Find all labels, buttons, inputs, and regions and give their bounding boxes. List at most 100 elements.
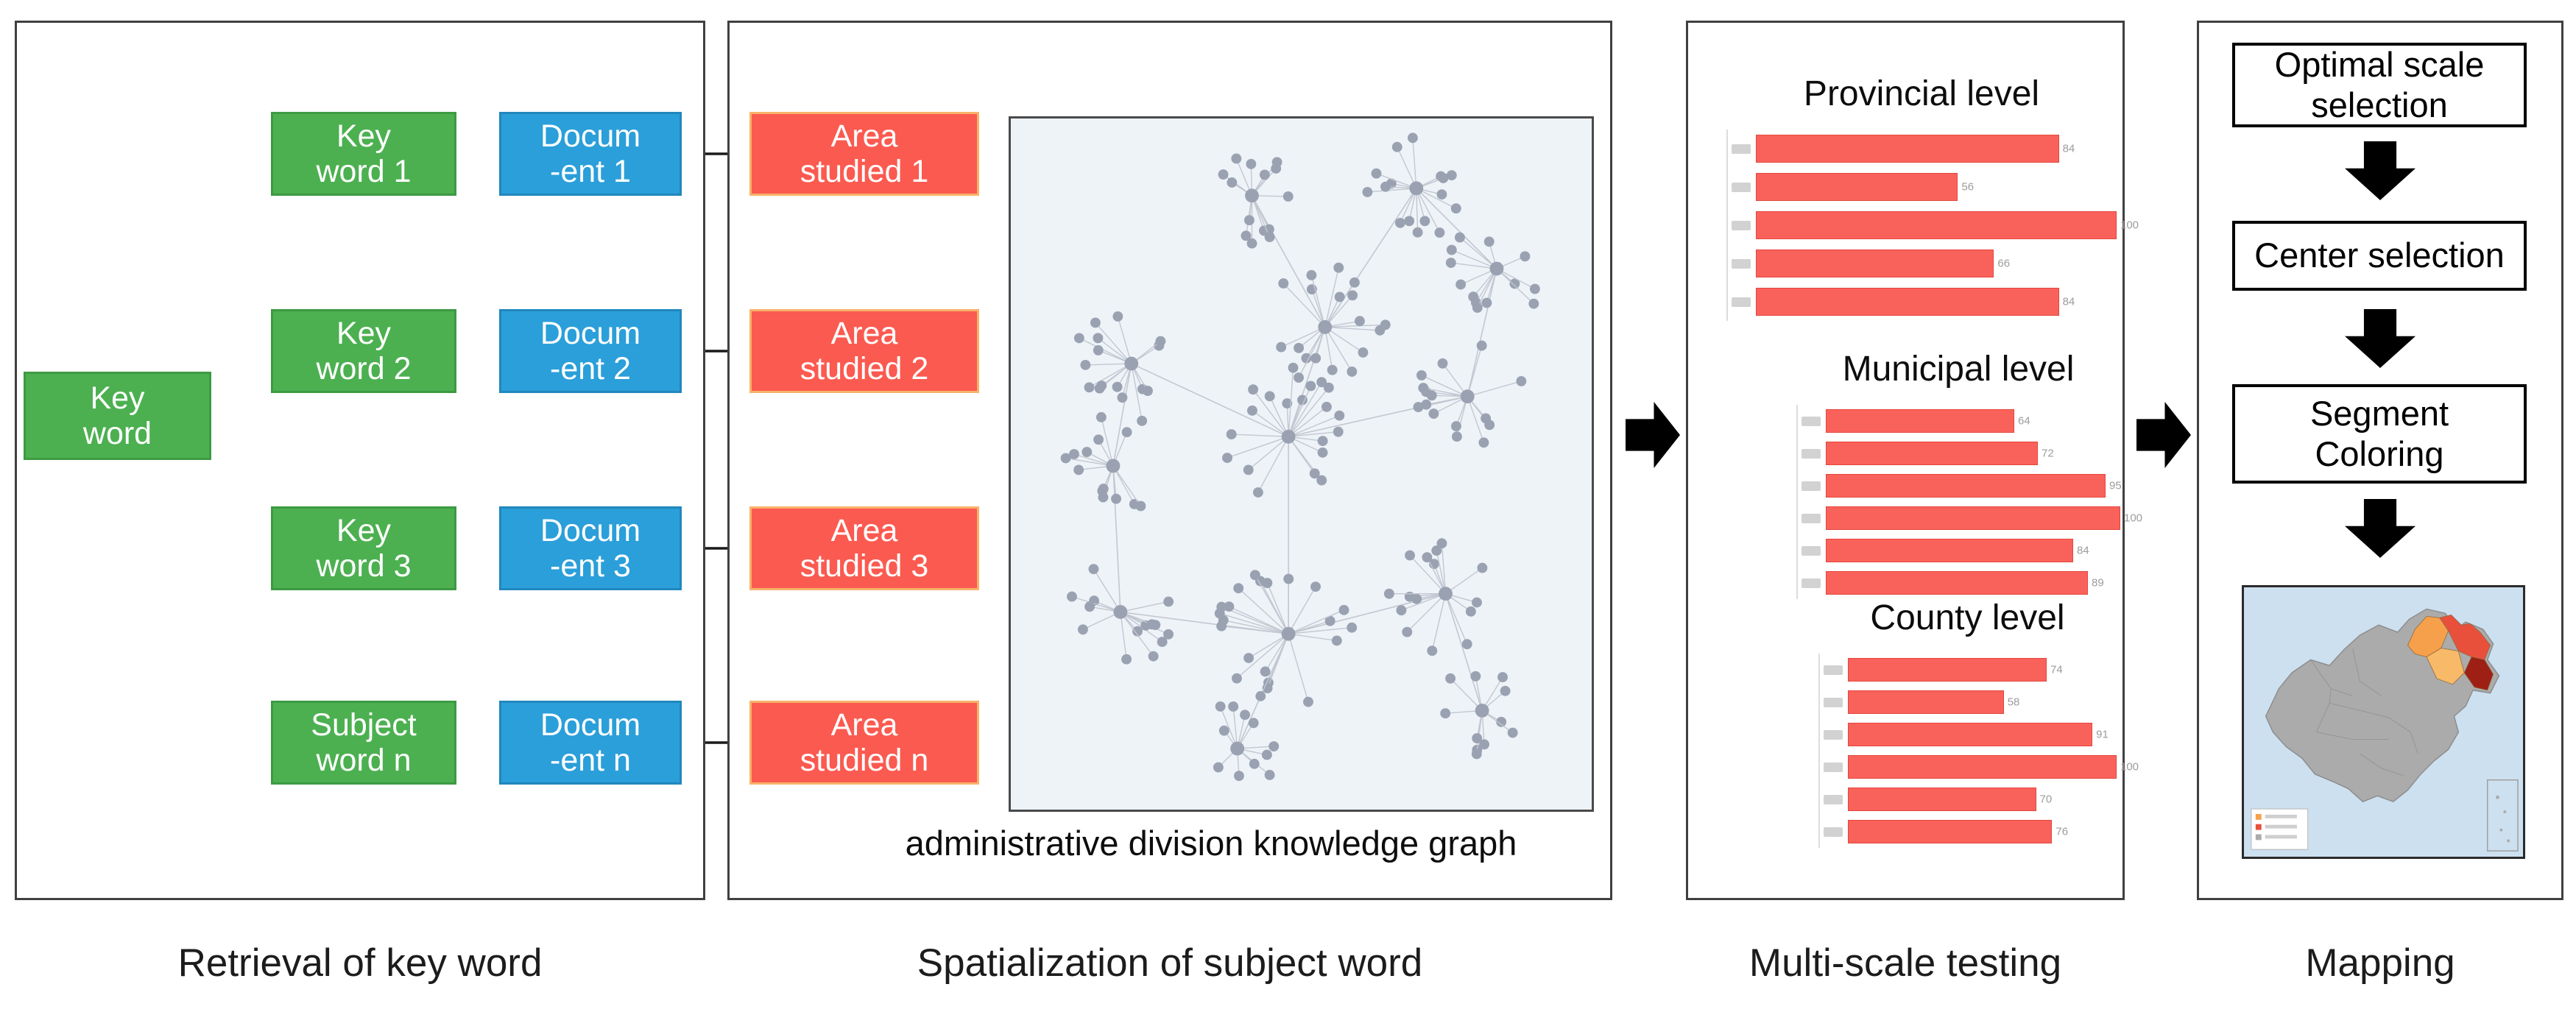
- graph-edge: [1416, 188, 1419, 233]
- graph-node: [1090, 317, 1101, 328]
- graph-node: [1271, 163, 1282, 174]
- bar-value-label: 95: [2109, 479, 2122, 492]
- graph-node: [1411, 593, 1422, 604]
- graph-edge: [1406, 593, 1446, 633]
- graph-hub-node: [1318, 319, 1333, 334]
- graph-node: [1451, 431, 1462, 442]
- graph-edge: [1324, 282, 1355, 328]
- keyword-box-3: Key word 3: [271, 506, 456, 590]
- graph-node: [1243, 464, 1254, 475]
- graph-node: [1461, 639, 1472, 650]
- graph-node: [1431, 545, 1442, 556]
- graph-node: [1069, 449, 1079, 460]
- map-inset-islands: [2496, 795, 2510, 843]
- graph-node: [1294, 342, 1305, 353]
- bar: [1826, 539, 2073, 562]
- axis-tick-label: [1802, 481, 1821, 491]
- graph-node: [1347, 367, 1358, 377]
- graph-node: [1434, 227, 1445, 238]
- graph-edge: [1459, 237, 1497, 269]
- graph-edge: [1220, 706, 1238, 749]
- china-map: [2244, 587, 2523, 857]
- graph-node: [1529, 283, 1540, 294]
- graph-edge: [1231, 434, 1289, 437]
- graph-edge: [1288, 586, 1316, 634]
- graph-edge: [1423, 387, 1468, 397]
- bar: [1756, 250, 1994, 277]
- graph-edge: [1251, 195, 1271, 238]
- graph-node: [1334, 410, 1345, 421]
- graph-node: [1394, 217, 1405, 228]
- graph-node: [1260, 666, 1271, 677]
- graph-edge: [1269, 396, 1289, 437]
- graph-node: [1354, 316, 1365, 327]
- graph-edge: [1288, 431, 1338, 437]
- graph-node: [1451, 421, 1461, 432]
- graph-node: [1111, 493, 1122, 504]
- graph-edge: [1288, 414, 1340, 437]
- bar-row: 100: [1802, 502, 2142, 534]
- flow-arrow-right-1: [1626, 402, 1680, 468]
- keyword-label-1: Key word 1: [316, 118, 412, 189]
- document-box-1: Docum -ent 1: [499, 112, 682, 196]
- graph-edge: [1093, 568, 1121, 612]
- bar: [1826, 474, 2106, 498]
- graph-edge: [1444, 593, 1468, 645]
- graph-edge: [1450, 262, 1497, 269]
- graph-node: [1316, 377, 1327, 388]
- graph-node: [1333, 262, 1344, 273]
- graph-hub-node: [1281, 626, 1296, 641]
- graph-edge: [1477, 268, 1497, 308]
- graph-node: [1421, 399, 1432, 410]
- graph-hub-node: [1113, 605, 1128, 619]
- graph-node: [1436, 538, 1447, 549]
- chart-title-county: County level: [1870, 598, 2065, 637]
- bar-row: 74: [1824, 654, 2117, 686]
- caption-retrieval: Retrieval of key word: [177, 941, 543, 985]
- graph-edge: [1288, 634, 1309, 702]
- graph-node: [1249, 570, 1260, 581]
- result-map-box: [2242, 585, 2525, 859]
- bar-row: 58: [1824, 686, 2117, 718]
- document-box-3: Docum -ent 3: [499, 506, 682, 590]
- graph-node: [1327, 364, 1338, 375]
- graph-node: [1323, 382, 1334, 393]
- knowledge-graph: [1060, 132, 1540, 782]
- graph-edge: [1089, 363, 1132, 388]
- graph-node: [1282, 191, 1294, 202]
- bar-value-label: 66: [1997, 257, 2011, 270]
- graph-edge: [1324, 324, 1386, 328]
- graph-node: [1404, 216, 1415, 227]
- graph-node: [1391, 141, 1402, 152]
- graph-node: [1481, 297, 1492, 308]
- bar-row: 76: [1824, 815, 2117, 848]
- graph-edge: [1071, 595, 1121, 613]
- graph-hub-edge: [1112, 363, 1132, 467]
- graph-edge: [1324, 326, 1363, 353]
- axis-tick-label: [1824, 697, 1843, 707]
- graph-node: [1163, 596, 1174, 607]
- graph-edge: [1095, 322, 1132, 364]
- axis-tick-label: [1824, 794, 1843, 804]
- document-label-1: Docum -ent 1: [540, 118, 641, 189]
- graph-node: [1227, 177, 1238, 188]
- graph-edge: [1255, 574, 1289, 634]
- graph-node: [1278, 278, 1289, 289]
- bar: [1848, 690, 2004, 714]
- graph-node: [1331, 635, 1342, 646]
- graph-edge: [1467, 396, 1485, 443]
- knowledge-graph-caption: administrative division knowledge graph: [905, 824, 1517, 863]
- graph-node: [1497, 672, 1508, 683]
- graph-edge: [1376, 173, 1417, 189]
- graph-node: [1321, 401, 1332, 412]
- graph-hub-node: [1106, 459, 1121, 473]
- graph-node: [1282, 398, 1293, 409]
- graph-edge: [1097, 337, 1132, 364]
- bar-value-label: 76: [2055, 825, 2069, 838]
- graph-node: [1246, 405, 1257, 416]
- graph-node: [1481, 413, 1492, 424]
- graph-edge: [1260, 633, 1289, 697]
- graph-node: [1396, 605, 1407, 616]
- axis-tick-label: [1802, 545, 1821, 556]
